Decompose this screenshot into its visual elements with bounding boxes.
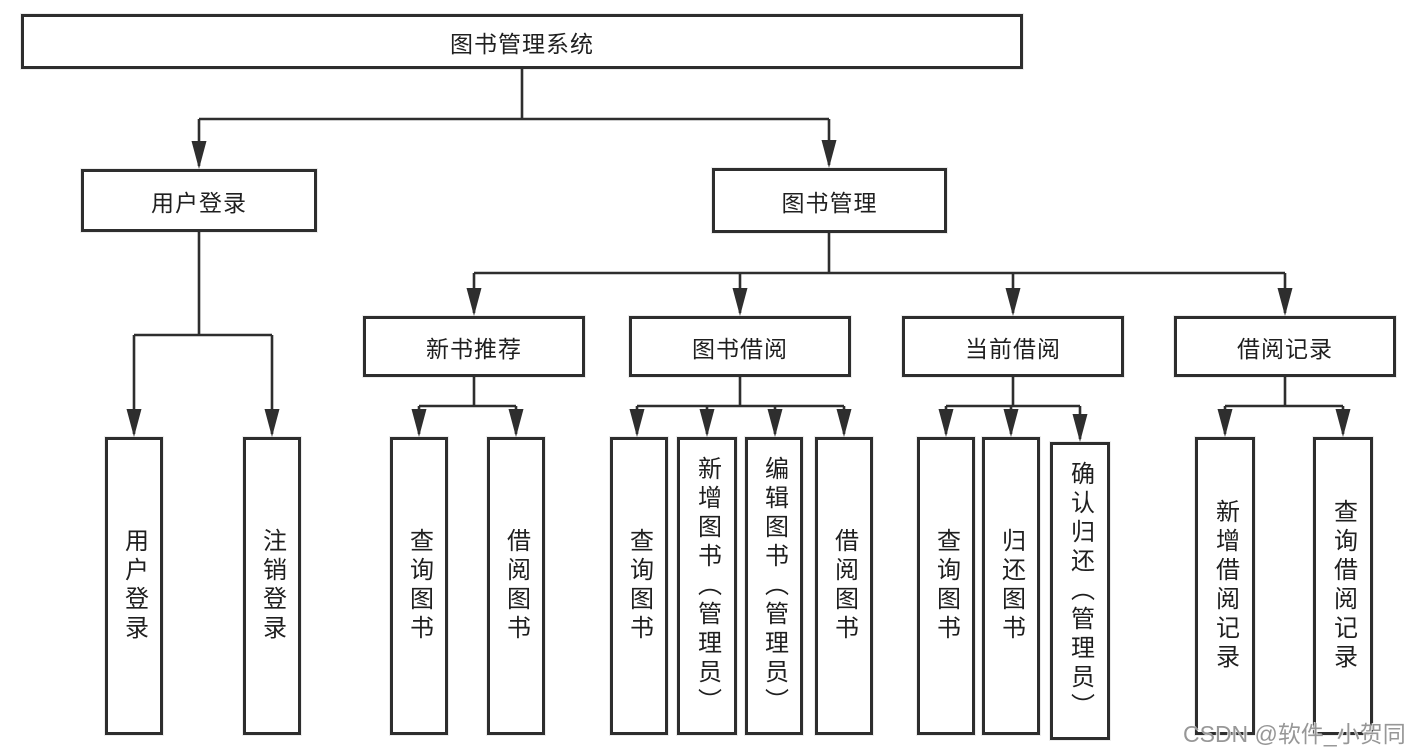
leaf-add-books-admin-label: 新增图书（管理员）: [693, 455, 721, 717]
leaf-user-login-label: 用户登录: [120, 528, 148, 644]
leaf-edit-books-admin-label: 编辑图书（管理员）: [760, 455, 788, 717]
leaf-confirm-return-admin-label: 确认归还（管理员）: [1066, 460, 1094, 722]
leaf-query-books-borrowing-label: 查询图书: [625, 528, 653, 644]
node-current-borrowing-label: 当前借阅: [965, 335, 1061, 362]
leaf-borrow-books-label: 借阅图书: [830, 528, 858, 644]
node-current-borrowing: 当前借阅: [902, 316, 1124, 377]
leaf-add-borrow-record-label: 新增借阅记录: [1211, 499, 1239, 673]
node-new-book-recommend: 新书推荐: [363, 316, 585, 377]
leaf-logout-label: 注销登录: [258, 528, 286, 644]
node-user-login-label: 用户登录: [151, 189, 247, 216]
node-book-borrowing: 图书借阅: [629, 316, 851, 377]
leaf-return-books-label: 归还图书: [997, 528, 1025, 644]
node-book-management-label: 图书管理: [781, 189, 878, 216]
leaf-add-books-admin: 新增图书（管理员）: [677, 437, 737, 735]
leaf-edit-books-admin: 编辑图书（管理员）: [745, 437, 803, 735]
node-borrowing-records: 借阅记录: [1174, 316, 1396, 377]
node-borrowing-records-label: 借阅记录: [1237, 335, 1333, 362]
leaf-query-books-recommend: 查询图书: [390, 437, 448, 735]
leaf-query-books-current: 查询图书: [917, 437, 975, 735]
node-new-book-recommend-label: 新书推荐: [426, 335, 522, 362]
leaf-query-books-current-label: 查询图书: [932, 528, 960, 644]
node-user-login: 用户登录: [81, 169, 317, 232]
leaf-logout: 注销登录: [243, 437, 301, 735]
leaf-borrow-books-recommend: 借阅图书: [487, 437, 545, 735]
node-library-system-label: 图书管理系统: [450, 30, 594, 57]
leaf-query-books-borrowing: 查询图书: [610, 437, 668, 735]
node-book-management: 图书管理: [712, 168, 947, 233]
node-library-system: 图书管理系统: [21, 14, 1023, 69]
leaf-add-borrow-record: 新增借阅记录: [1195, 437, 1255, 735]
leaf-query-books-recommend-label: 查询图书: [405, 528, 433, 644]
leaf-borrow-books-recommend-label: 借阅图书: [502, 528, 530, 644]
leaf-query-borrow-record-label: 查询借阅记录: [1329, 499, 1357, 673]
leaf-return-books: 归还图书: [982, 437, 1040, 735]
csdn-watermark: CSDN @软件_小贺同学: [1183, 721, 1405, 747]
leaf-query-borrow-record: 查询借阅记录: [1313, 437, 1373, 735]
leaf-user-login: 用户登录: [105, 437, 163, 735]
leaf-confirm-return-admin: 确认归还（管理员）: [1050, 442, 1110, 740]
leaf-borrow-books: 借阅图书: [815, 437, 873, 735]
node-book-borrowing-label: 图书借阅: [692, 335, 788, 362]
